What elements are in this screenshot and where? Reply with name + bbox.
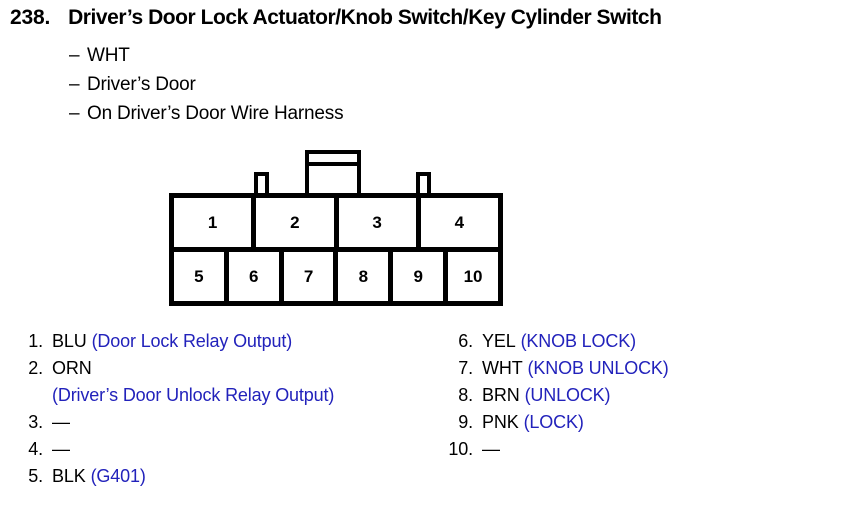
pin-wire-color: BLK	[52, 466, 86, 486]
pin-list-item: 2. ORN (Driver’s Door Unlock Relay Output)	[18, 355, 438, 409]
pin-primary-line: —	[52, 436, 70, 463]
connector-tabs	[169, 149, 503, 194]
page-header: 238. Driver’s Door Lock Actuator/Knob Sw…	[10, 6, 854, 30]
connector-pin-cell-2: 2	[256, 198, 339, 247]
pin-list-item: 3. —	[18, 409, 438, 436]
pin-primary-line: WHT(KNOB UNLOCK)	[482, 355, 669, 382]
connector-tab-right	[416, 172, 431, 194]
pin-number: 4.	[28, 439, 43, 459]
pin-number: 3.	[28, 412, 43, 432]
connector-pin-cell-3: 3	[338, 198, 421, 247]
pin-primary-line: BLU(Door Lock Relay Output)	[52, 328, 292, 355]
pin-number: 1.	[28, 331, 43, 351]
connector-latch-bar	[309, 162, 357, 166]
connector-pin-cell-8: 8	[338, 252, 394, 301]
pin-description: (UNLOCK)	[524, 385, 611, 405]
pin-empty-dash: —	[52, 439, 70, 459]
pin-primary-line: BRN(UNLOCK)	[482, 382, 611, 409]
pin-wire-color: WHT	[482, 358, 523, 378]
entry-number: 238.	[10, 6, 51, 29]
connector-pin-cell-1: 1	[174, 198, 257, 247]
pin-list-left: 1. BLU(Door Lock Relay Output) 2. ORN (Drive…	[18, 328, 438, 490]
connector-latch-tab	[305, 150, 361, 194]
pin-empty-dash: —	[482, 439, 500, 459]
bullet-dash-icon: –	[69, 45, 80, 66]
connector-pin-cell-7: 7	[283, 252, 339, 301]
pin-empty-dash: —	[52, 412, 70, 432]
pin-description: (G401)	[90, 466, 146, 486]
connector-pin-cell-5: 5	[174, 252, 229, 301]
connector-attribute-text: Driver’s Door	[87, 74, 196, 95]
pin-content: —	[52, 436, 70, 463]
page-title: Driver’s Door Lock Actuator/Knob Switch/…	[68, 6, 662, 29]
bullet-dash-icon: –	[69, 74, 80, 95]
connector-pin-cell-9: 9	[393, 252, 449, 301]
connector-attribute-line: –Driver’s Door	[69, 70, 669, 99]
connector-attribute-line: –On Driver’s Door Wire Harness	[69, 99, 669, 128]
pin-content: YEL(KNOB LOCK)	[482, 328, 636, 355]
pin-primary-line: PNK(LOCK)	[482, 409, 584, 436]
pin-number: 10.	[448, 439, 473, 459]
pin-number: 9.	[458, 412, 473, 432]
pin-wire-color: BLU	[52, 331, 87, 351]
connector-attribute-text: On Driver’s Door Wire Harness	[87, 103, 344, 124]
pin-primary-line: BLK(G401)	[52, 463, 146, 490]
pin-primary-line: ORN	[52, 355, 334, 382]
pin-list-item: 9. PNK(LOCK)	[448, 409, 838, 436]
pin-content: BRN(UNLOCK)	[482, 382, 611, 409]
pin-wire-color: ORN	[52, 358, 92, 378]
pin-primary-line: YEL(KNOB LOCK)	[482, 328, 636, 355]
bullet-dash-icon: –	[69, 103, 80, 124]
pin-content: ORN (Driver’s Door Unlock Relay Output)	[52, 355, 334, 409]
connector-attribute-text: WHT	[87, 45, 130, 66]
pin-number: 5.	[28, 466, 43, 486]
pin-list-item: 8. BRN(UNLOCK)	[448, 382, 838, 409]
pin-content: PNK(LOCK)	[482, 409, 584, 436]
pin-list-item: 6. YEL(KNOB LOCK)	[448, 328, 838, 355]
pin-content: BLU(Door Lock Relay Output)	[52, 328, 292, 355]
pin-wire-color: BRN	[482, 385, 520, 405]
pin-content: BLK(G401)	[52, 463, 146, 490]
pin-number: 6.	[458, 331, 473, 351]
connector-pin-cell-10: 10	[448, 252, 498, 301]
pin-description: (LOCK)	[523, 412, 584, 432]
pin-description: (KNOB UNLOCK)	[527, 358, 669, 378]
pin-list-item: 5. BLK(G401)	[18, 463, 438, 490]
pin-wire-color: YEL	[482, 331, 516, 351]
connector-attribute-list: –WHT–Driver’s Door–On Driver’s Door Wire…	[69, 41, 669, 128]
pin-list-item: 10. —	[448, 436, 838, 463]
pin-number: 8.	[458, 385, 473, 405]
connector-pin-cell-6: 6	[228, 252, 284, 301]
pin-content: —	[52, 409, 70, 436]
pin-description: (Door Lock Relay Output)	[91, 331, 293, 351]
pin-number: 7.	[458, 358, 473, 378]
pin-primary-line: —	[482, 436, 500, 463]
pin-content: —	[482, 436, 500, 463]
pin-list-item: 7. WHT(KNOB UNLOCK)	[448, 355, 838, 382]
connector-attribute-line: –WHT	[69, 41, 669, 70]
pin-number: 2.	[28, 358, 43, 378]
pin-list-right: 6.YEL(KNOB LOCK)7.WHT(KNOB UNLOCK)8.BRN(…	[448, 328, 838, 463]
pin-wire-color: PNK	[482, 412, 519, 432]
pin-list-item: 4. —	[18, 436, 438, 463]
pin-content: WHT(KNOB UNLOCK)	[482, 355, 669, 382]
pin-list-item: 1. BLU(Door Lock Relay Output)	[18, 328, 438, 355]
pin-primary-line: —	[52, 409, 70, 436]
pin-description: (KNOB LOCK)	[520, 331, 637, 351]
connector-tab-left	[254, 172, 269, 194]
connector-pin-cell-4: 4	[420, 198, 498, 247]
pin-description-continued: (Driver’s Door Unlock Relay Output)	[52, 385, 335, 405]
